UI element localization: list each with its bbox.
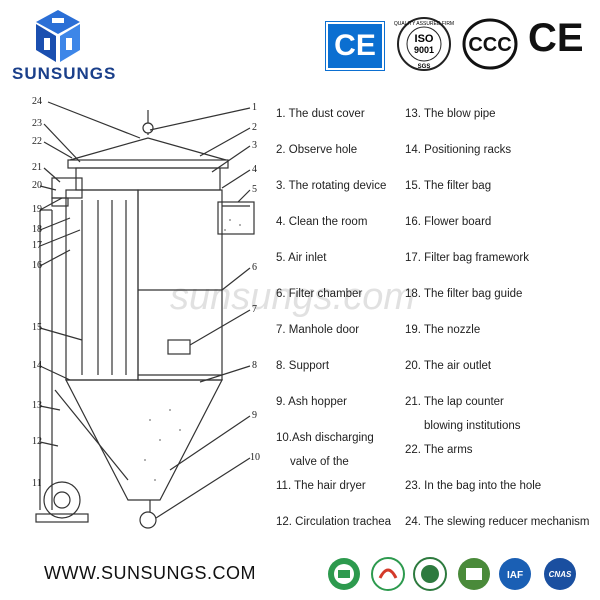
callout-15: 15 bbox=[32, 322, 42, 333]
legend-item-21: 21. The lap counter bbox=[405, 396, 504, 408]
callout-1: 1 bbox=[252, 102, 257, 113]
legend-item-5: 5. Air inlet bbox=[276, 252, 327, 264]
legend-item-24: 24. The slewing reducer mechanism bbox=[405, 516, 590, 528]
legend-item-15: 15. The filter bag bbox=[405, 180, 492, 192]
callout-3: 3 bbox=[252, 140, 257, 151]
ce-mark-black: CE bbox=[528, 16, 584, 60]
callout-8: 8 bbox=[252, 360, 257, 371]
svg-text:IAF: IAF bbox=[507, 570, 523, 581]
legend-item-17: 17. Filter bag framework bbox=[405, 252, 529, 264]
svg-text:ISO: ISO bbox=[415, 33, 434, 45]
dust-collector-diagram bbox=[35, 101, 255, 529]
legend-item-20: 20. The air outlet bbox=[405, 360, 492, 372]
callout-10: 10 bbox=[250, 452, 260, 463]
legend-item-12: 12. Circulation trachea bbox=[276, 516, 392, 528]
callout-16: 16 bbox=[32, 260, 42, 271]
sunsungs-logo-icon bbox=[36, 10, 80, 62]
legend-item-8: 8. Support bbox=[276, 360, 330, 372]
callout-4: 4 bbox=[252, 164, 257, 175]
ce-mark-blue: CE bbox=[326, 22, 384, 70]
callout-22: 22 bbox=[32, 136, 42, 147]
award-badge-2-icon bbox=[371, 557, 405, 591]
legend-item-1: 1. The dust cover bbox=[276, 108, 365, 120]
legend-item-16: 16. Flower board bbox=[405, 216, 492, 228]
callout-6: 6 bbox=[252, 262, 257, 273]
award-badge-3-icon bbox=[413, 557, 447, 591]
legend-item-10-cont: valve of the bbox=[290, 456, 349, 468]
callout-11: 11 bbox=[32, 478, 42, 489]
legend-item-2: 2. Observe hole bbox=[276, 144, 358, 156]
callout-5: 5 bbox=[252, 184, 257, 195]
svg-text:9001: 9001 bbox=[414, 45, 434, 55]
legend-item-19: 19. The nozzle bbox=[405, 324, 481, 336]
svg-text:QUALITY ASSURED FIRM: QUALITY ASSURED FIRM bbox=[394, 21, 454, 27]
legend-item-4: 4. Clean the room bbox=[276, 216, 368, 228]
legend-item-18: 18. The filter bag guide bbox=[405, 288, 523, 300]
callout-12: 12 bbox=[32, 436, 42, 447]
legend-item-3: 3. The rotating device bbox=[276, 180, 387, 192]
legend-item-14: 14. Positioning racks bbox=[405, 144, 512, 156]
legend-item-22: 22. The arms bbox=[405, 444, 473, 456]
ccc-badge: CCC bbox=[462, 18, 518, 70]
brand-name: SUNSUNGS bbox=[12, 64, 117, 83]
award-badge-4-icon bbox=[458, 558, 490, 590]
callout-21: 21 bbox=[32, 162, 42, 173]
legend-item-13: 13. The blow pipe bbox=[405, 108, 496, 120]
svg-text:CNAS: CNAS bbox=[549, 570, 572, 579]
callout-20: 20 bbox=[32, 180, 42, 191]
legend-item-9: 9. Ash hopper bbox=[276, 396, 347, 408]
callout-13: 13 bbox=[32, 400, 42, 411]
cnas-badge: CNAS bbox=[544, 558, 576, 590]
award-badge-1-icon bbox=[328, 558, 360, 590]
legend-item-10: 10.Ash discharging bbox=[276, 432, 374, 444]
callout-7: 7 bbox=[252, 304, 257, 315]
legend-item-6: 6. Filter chamber bbox=[276, 288, 363, 300]
legend-item-7: 7. Manhole door bbox=[276, 324, 360, 336]
website-url[interactable]: WWW.SUNSUNGS.COM bbox=[44, 563, 256, 583]
svg-text:SGS: SGS bbox=[418, 64, 431, 70]
legend-item-21-cont: blowing institutions bbox=[424, 420, 521, 432]
callout-2: 2 bbox=[252, 122, 257, 133]
callout-24: 24 bbox=[32, 96, 42, 107]
legend-item-11: 11. The hair dryer bbox=[276, 480, 366, 492]
callout-9: 9 bbox=[252, 410, 257, 421]
callout-17: 17 bbox=[32, 240, 42, 251]
callout-23: 23 bbox=[32, 118, 42, 129]
watermark: sunsungs.com bbox=[170, 276, 416, 318]
callout-18: 18 bbox=[32, 224, 42, 235]
callout-14: 14 bbox=[32, 360, 42, 371]
iso-9001-badge: ISO 9001 QUALITY ASSURED FIRM SGS bbox=[394, 17, 454, 71]
callout-19: 19 bbox=[32, 204, 42, 215]
legend-item-23: 23. In the bag into the hole bbox=[405, 480, 542, 492]
iaf-badge: IAF bbox=[499, 558, 531, 590]
svg-text:CCC: CCC bbox=[468, 34, 511, 56]
